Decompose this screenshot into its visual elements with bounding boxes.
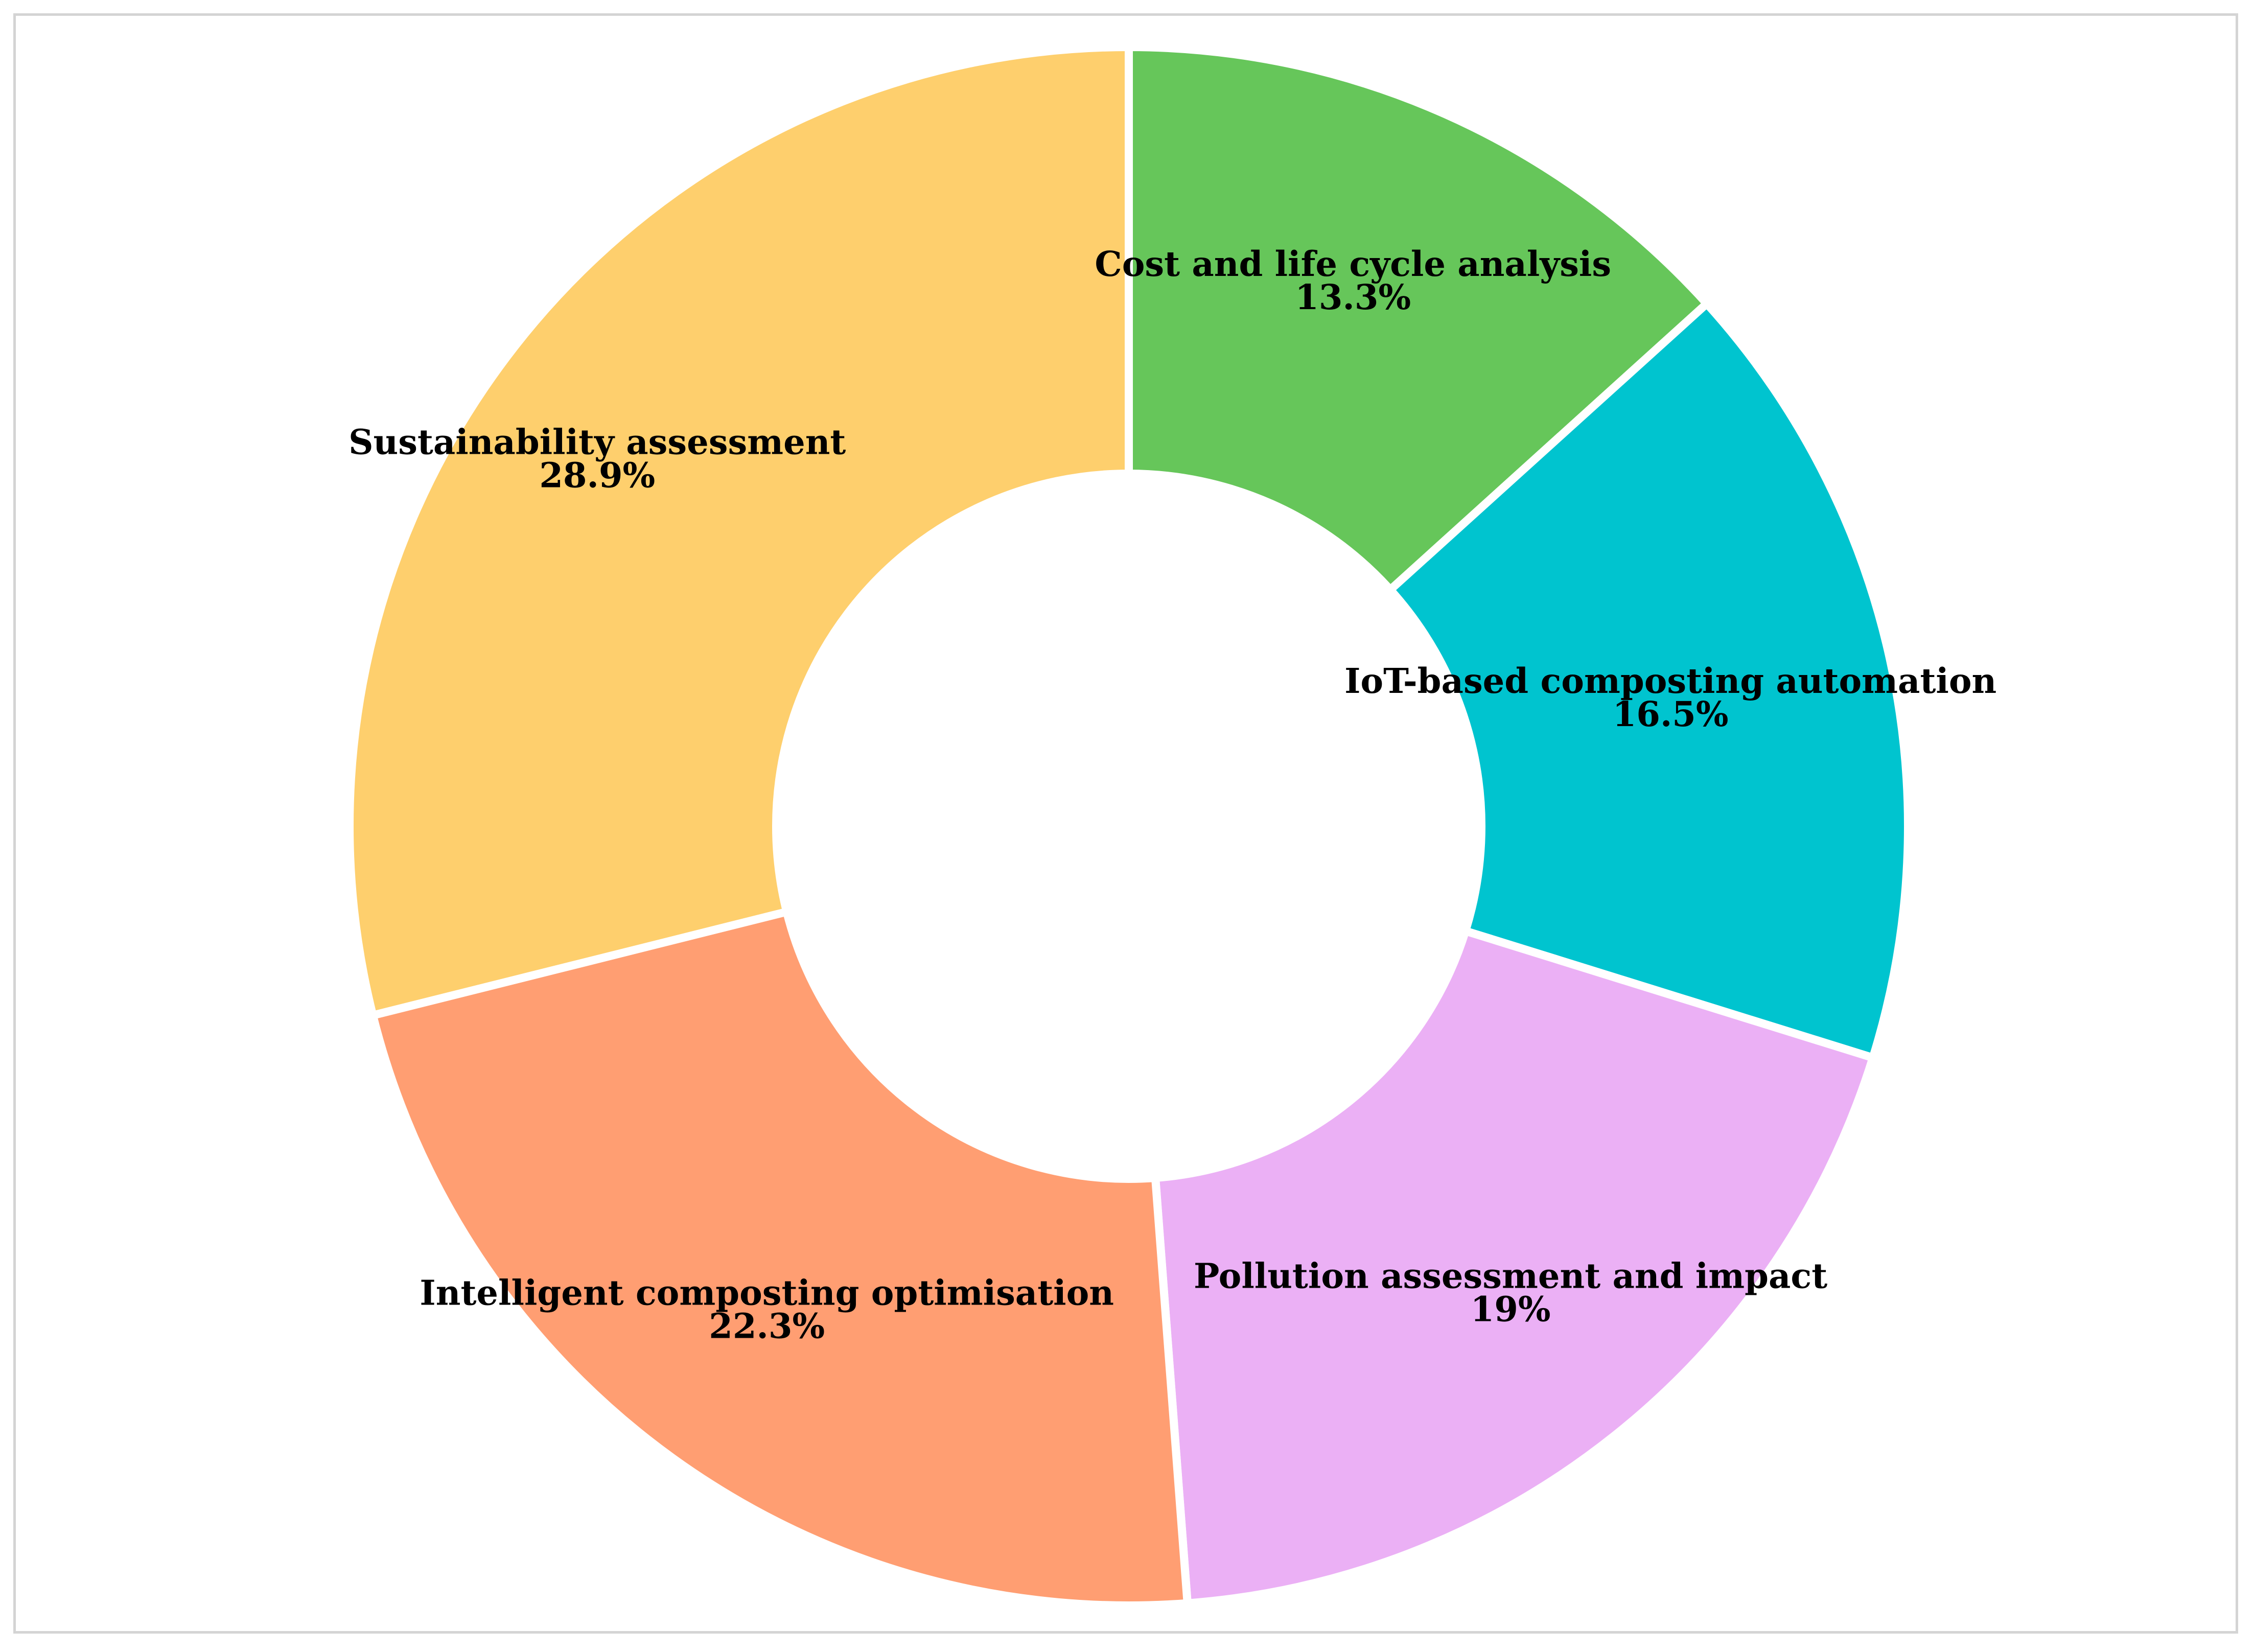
slice-value-intelligent-composting-optimisation: 22.3% [709, 1306, 825, 1346]
slice-value-sustainability-assessment: 28.9% [539, 455, 655, 496]
slice-pollution-assessment-and-impact[interactable] [1151, 926, 1877, 1608]
slice-value-iot-based-composting-automation: 16.5% [1613, 694, 1729, 734]
slice-label-intelligent-composting-optimisation: Intelligent composting optimisation [420, 1273, 1114, 1313]
slice-cost-and-life-cycle-analysis[interactable] [1125, 43, 1711, 594]
slice-label-cost-and-life-cycle-analysis: Cost and life cycle analysis [1095, 244, 1611, 284]
slice-value-pollution-assessment-and-impact: 19% [1471, 1289, 1551, 1329]
slice-value-cost-and-life-cycle-analysis: 13.3% [1295, 277, 1411, 317]
slice-label-iot-based-composting-automation: IoT-based composting automation [1344, 661, 1996, 701]
slice-sustainability-assessment[interactable] [345, 43, 1133, 1019]
slices-layer [345, 43, 1912, 1610]
slice-iot-based-composting-automation[interactable] [1386, 299, 1912, 1062]
slice-label-pollution-assessment-and-impact: Pollution assessment and impact [1194, 1255, 1827, 1296]
slice-intelligent-composting-optimisation[interactable] [368, 908, 1192, 1610]
slice-label-sustainability-assessment: Sustainability assessment [348, 422, 846, 462]
